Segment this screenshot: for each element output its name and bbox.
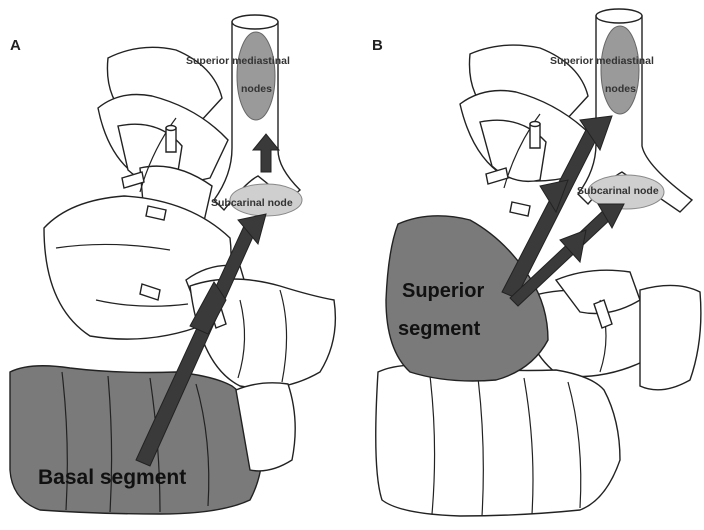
- panel-b-superior-mediastinal-node: [601, 26, 639, 114]
- panel-a: A: [10, 15, 335, 514]
- panel-b-superior-mediastinal-label: Superior mediastinal: [550, 55, 654, 67]
- panel-b: B: [372, 9, 701, 516]
- panel-a-subcarinal-label: Subcarinal node: [211, 197, 293, 209]
- panel-b-label: B: [372, 37, 383, 54]
- panel-a-superior-mediastinal-label: Superior mediastinal: [186, 55, 290, 67]
- panel-b-subcarinal-label: Subcarinal node: [577, 185, 659, 197]
- panel-a-label: A: [10, 37, 21, 54]
- panel-b-nodes-label: nodes: [605, 83, 636, 95]
- panel-a-basal-segment: [10, 366, 263, 514]
- panel-a-basal-segment-label: Basal segment: [38, 466, 186, 489]
- panel-a-upper-segments: [44, 47, 335, 388]
- panel-a-nodes-label: nodes: [241, 83, 272, 95]
- panel-b-superior-segment-label-2: segment: [398, 318, 481, 340]
- panel-b-lower-segments: [376, 365, 620, 516]
- panel-a-superior-mediastinal-node: [237, 32, 275, 120]
- panel-b-superior-segment-label-1: Superior: [402, 280, 484, 302]
